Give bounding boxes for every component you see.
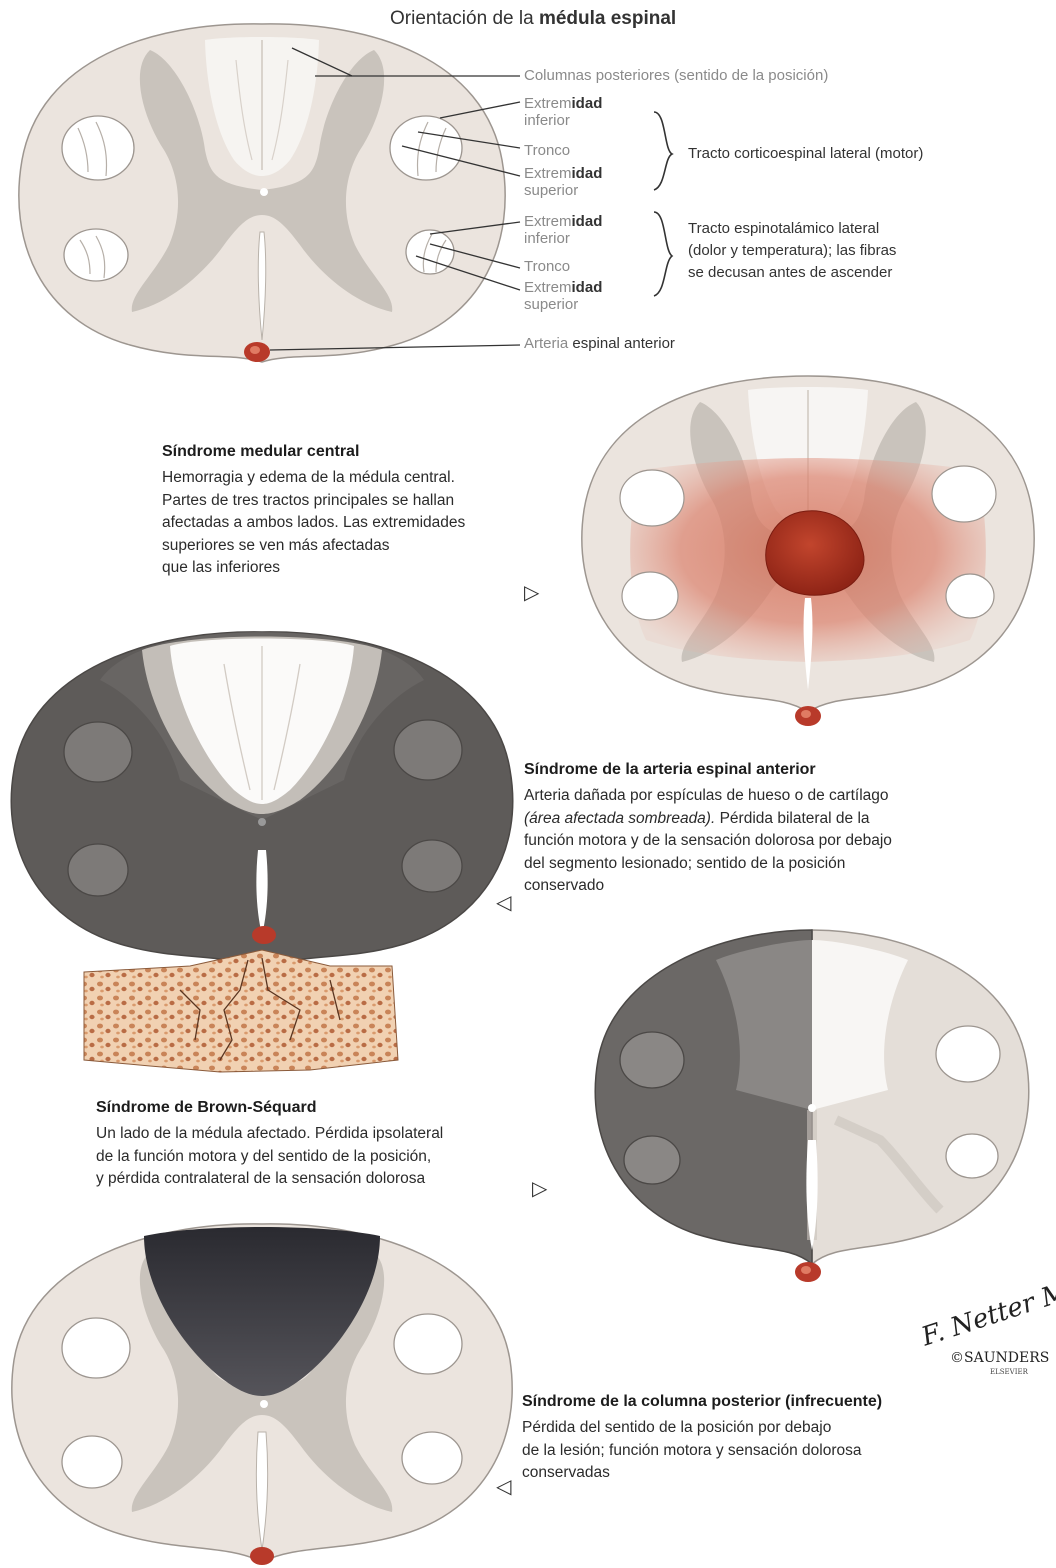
- label-text-bold: idad: [572, 213, 603, 230]
- label-stt-trunk: Tronco: [524, 259, 570, 276]
- label-text: Extrem: [524, 165, 572, 182]
- central-line: afectadas a ambos lados. Las extremidade…: [162, 512, 562, 534]
- label-text-bold: idad: [572, 95, 603, 112]
- anterior-line: función motora y de la sensación doloros…: [524, 830, 1044, 852]
- label-text: Extrem: [524, 213, 572, 230]
- anterior-line-rest: Pérdida bilateral de la: [715, 810, 869, 827]
- label-posterior-columns: Columnas posteriores (sentido de la posi…: [524, 68, 828, 85]
- label-cst-upper-limb: Extremidad superior: [524, 166, 602, 199]
- label-text: Tracto espinotalámico lateral: [688, 220, 879, 237]
- braces: [654, 112, 672, 296]
- label-stt-upper-limb: Extremidad superior: [524, 280, 602, 313]
- label-cst-trunk: Tronco: [524, 143, 570, 160]
- title-prefix: Orientación de la: [390, 8, 534, 29]
- pointer-left-icon: ◁: [496, 1474, 511, 1498]
- brown-line: Un lado de la médula afectado. Pérdida i…: [96, 1123, 566, 1145]
- central-cord-title: Síndrome medular central: [162, 440, 562, 463]
- posterior-line: conservadas: [522, 1462, 1042, 1484]
- left-stt: [64, 229, 128, 281]
- anterior-line: (área afectada sombreada). Pérdida bilat…: [524, 808, 1044, 830]
- brown-line: y pérdida contralateral de la sensación …: [96, 1168, 566, 1190]
- publisher-mark: ©SAUNDERS: [950, 1350, 1049, 1366]
- label-text: se decusan antes de ascender: [688, 264, 892, 281]
- brown-sequard-diagram: [595, 930, 1029, 1282]
- central-line: superiores se ven más afectadas: [162, 535, 562, 557]
- posterior-column-title: Síndrome de la columna posterior (infrec…: [522, 1390, 1042, 1413]
- posterior-line: de la lesión; función motora y sensación…: [522, 1440, 1042, 1462]
- central-line: que las inferiores: [162, 557, 562, 579]
- anterior-line-italic: (área afectada sombreada).: [524, 810, 715, 827]
- label-text-bold: idad: [572, 279, 603, 296]
- label-text-bold: idad: [572, 165, 603, 182]
- label-text: espinal anterior: [572, 335, 675, 352]
- label-text: Extrem: [524, 95, 572, 112]
- anterior-line: Arteria dañada por espículas de hueso o …: [524, 785, 1044, 807]
- label-text: superior: [524, 296, 578, 313]
- anterior-artery-text: Síndrome de la arteria espinal anterior …: [524, 758, 1044, 898]
- label-text: inferior: [524, 230, 570, 247]
- label-text: Extrem: [524, 279, 572, 296]
- label-text: inferior: [524, 112, 570, 129]
- anterior-spinal-artery: [244, 342, 270, 362]
- central-line: Hemorragia y edema de la médula central.: [162, 467, 562, 489]
- label-cst-lower-limb: Extremidad inferior: [524, 96, 602, 129]
- label-stt-lower-limb: Extremidad inferior: [524, 214, 602, 247]
- central-cord-text: Síndrome medular central Hemorragia y ed…: [162, 440, 562, 580]
- central-cord-diagram: [582, 376, 1034, 726]
- posterior-column-diagram: [12, 1224, 512, 1565]
- label-text: (dolor y temperatura); las fibras: [688, 242, 896, 259]
- posterior-column-text: Síndrome de la columna posterior (infrec…: [522, 1390, 1042, 1485]
- bone-fragments: [84, 950, 398, 1072]
- label-stt-group: Tracto espinotalámico lateral (dolor y t…: [688, 218, 896, 283]
- brown-sequard-title: Síndrome de Brown-Séquard: [96, 1096, 566, 1119]
- anterior-line: conservado: [524, 875, 1044, 897]
- brown-sequard-text: Síndrome de Brown-Séquard Un lado de la …: [96, 1096, 566, 1191]
- title-bold: médula espinal: [539, 8, 676, 29]
- pointer-right-icon: ▷: [532, 1176, 547, 1200]
- label-text: Arteria: [524, 335, 568, 352]
- pointer-right-icon: ▷: [524, 580, 539, 604]
- pointer-left-icon: ◁: [496, 890, 511, 914]
- central-line: Partes de tres tractos principales se ha…: [162, 490, 562, 512]
- publisher-sub: ELSEVIER: [990, 1368, 1028, 1376]
- left-cst: [62, 116, 134, 180]
- right-stt: [406, 230, 454, 274]
- anterior-line: del segmento lesionado; sentido de la po…: [524, 853, 1044, 875]
- label-anterior-spinal-artery: Arteria espinal anterior: [524, 336, 675, 353]
- label-cst-group: Tracto corticoespinal lateral (motor): [688, 146, 923, 163]
- anterior-artery-title: Síndrome de la arteria espinal anterior: [524, 758, 1044, 781]
- label-text: superior: [524, 182, 578, 199]
- posterior-line: Pérdida del sentido de la posición por d…: [522, 1417, 1042, 1439]
- brown-line: de la función motora y del sentido de la…: [96, 1146, 566, 1168]
- anterior-artery-diagram: [11, 632, 513, 1072]
- page-title: Orientación de la médula espinal: [390, 8, 676, 30]
- right-cst: [390, 116, 462, 180]
